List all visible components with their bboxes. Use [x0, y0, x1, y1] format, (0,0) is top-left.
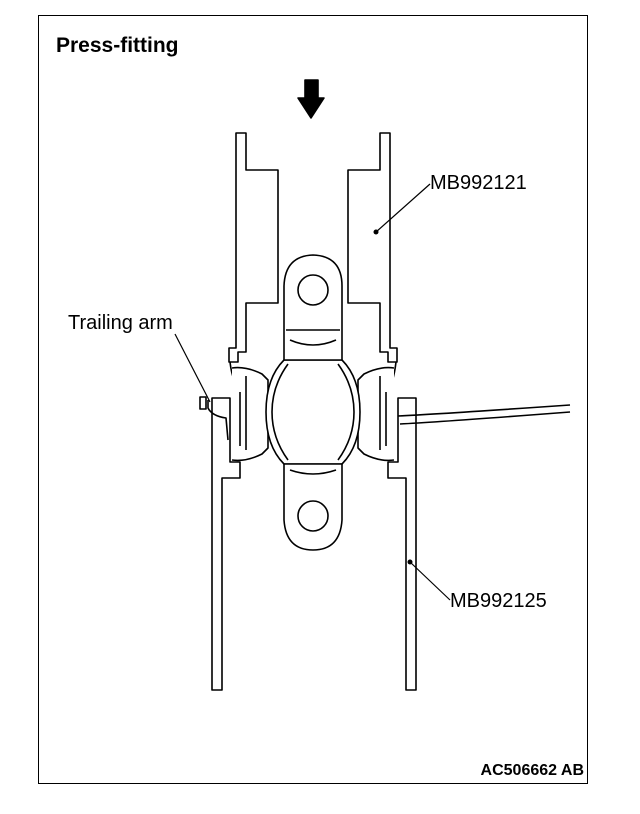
- upper-tool-left-wall: [228, 132, 279, 363]
- inner-stud-top: [283, 254, 343, 361]
- press-direction-arrow-icon: [297, 79, 325, 119]
- bushing-right-flange: [357, 366, 395, 462]
- label-mb992125: MB992125: [450, 590, 547, 612]
- lower-tool-right-wall: [387, 397, 417, 691]
- label-trailing-arm: Trailing arm: [68, 312, 173, 334]
- trailing-arm-housing: [207, 400, 229, 441]
- trailing-arm-extension: [397, 404, 571, 417]
- lower-tool-left-wall: [211, 397, 241, 691]
- bushing-left-flange: [231, 366, 269, 462]
- figure-code: AC506662 AB: [480, 762, 584, 779]
- figure-title: Press-fitting: [56, 34, 179, 57]
- label-mb992121: MB992121: [430, 172, 527, 194]
- upper-tool-right-wall: [347, 132, 398, 363]
